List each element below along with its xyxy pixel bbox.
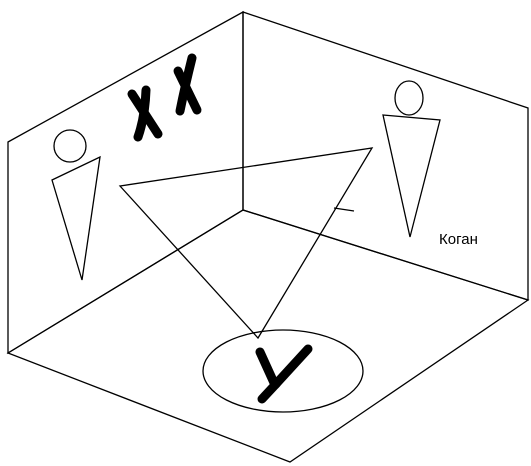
relation-triangle [120, 148, 372, 338]
left-figure-body-icon [52, 157, 100, 280]
xx-chromosomes-icon [132, 58, 197, 137]
right-wall [243, 12, 528, 300]
right-figure-icon [383, 81, 440, 237]
left-figure-head-icon [54, 130, 86, 162]
triangle-tick-mark [334, 208, 354, 211]
left-wall [8, 12, 243, 353]
name-label: Коган [439, 231, 478, 248]
right-figure-body-icon [383, 115, 440, 237]
triangle-outline [120, 148, 372, 338]
left-figure-icon [52, 130, 100, 280]
right-figure-head-icon [395, 81, 423, 115]
y-chromosome-icon [260, 349, 308, 399]
